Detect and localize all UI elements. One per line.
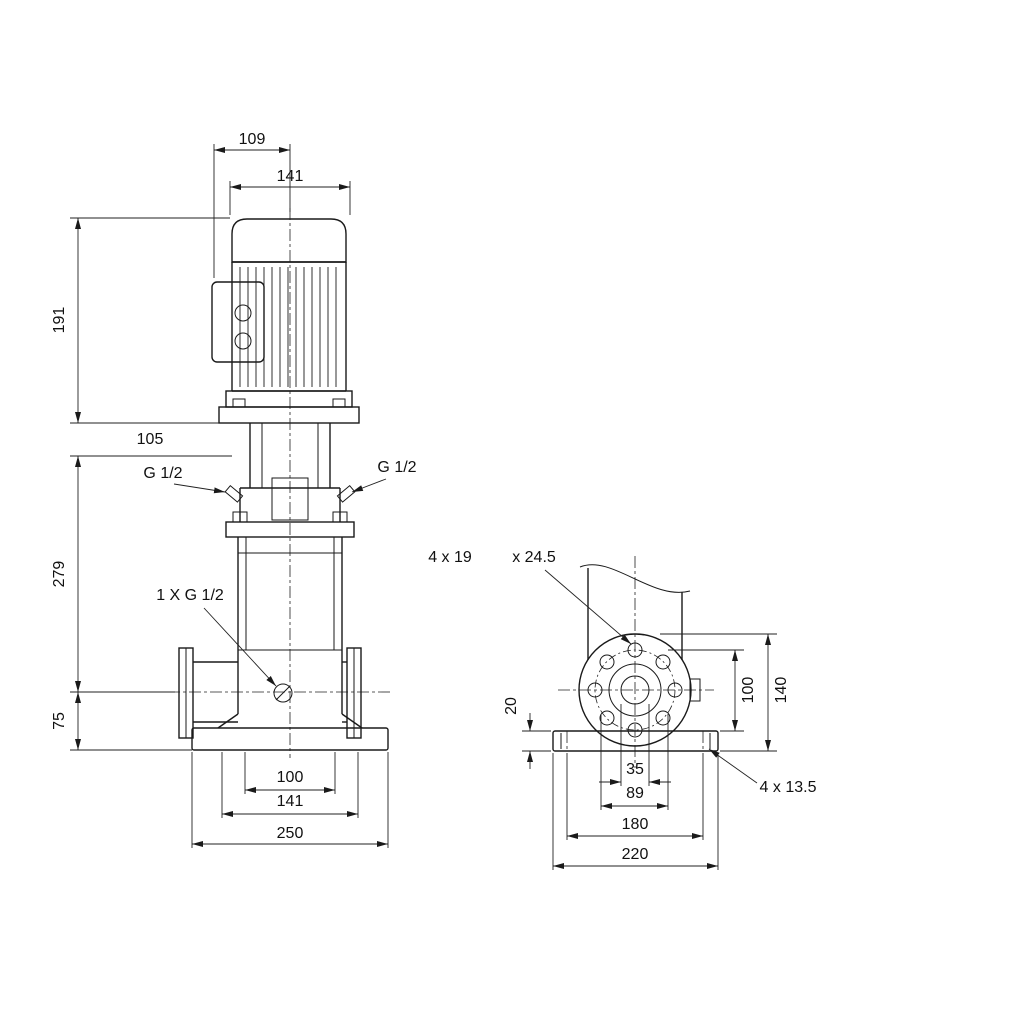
bolt-hole bbox=[599, 654, 615, 670]
bolt-hole bbox=[667, 682, 683, 698]
plug-left bbox=[224, 484, 244, 503]
bolt-hole bbox=[627, 722, 643, 738]
leader-line bbox=[173, 483, 226, 494]
bolt-hole bbox=[627, 642, 643, 658]
dim-text-250: 250 bbox=[277, 825, 304, 842]
pump-head bbox=[224, 484, 356, 538]
coupling bbox=[271, 477, 309, 521]
front-view: 109 141 191 105 279 75 bbox=[51, 131, 417, 848]
flange-holes-text: 4 x 19 bbox=[428, 549, 472, 566]
dim-text-35: 35 bbox=[626, 761, 644, 778]
bolt-hole bbox=[587, 682, 603, 698]
dim-text-105: 105 bbox=[137, 431, 164, 448]
break-line bbox=[579, 564, 691, 593]
bolt-hole bbox=[599, 710, 615, 726]
dim-text-191: 191 bbox=[51, 307, 68, 334]
terminal-box bbox=[211, 281, 265, 363]
fan-cover bbox=[231, 218, 347, 263]
dim-141-bottom: 141 bbox=[221, 752, 359, 818]
base-plate-side bbox=[552, 730, 719, 752]
plug-left-text: G 1/2 bbox=[143, 465, 182, 482]
bolt bbox=[332, 398, 346, 408]
label-plug-left: G 1/2 bbox=[143, 465, 226, 494]
dim-text-75: 75 bbox=[51, 712, 68, 730]
leader-line bbox=[203, 607, 277, 687]
dim-20: 20 bbox=[503, 697, 551, 769]
motor-stool bbox=[218, 398, 360, 521]
leader-line bbox=[544, 569, 632, 645]
dim-191: 191 bbox=[51, 217, 230, 424]
side-view: 4 x 19 x 24.5 20 100 140 bbox=[428, 549, 817, 870]
dim-text-20: 20 bbox=[503, 697, 520, 715]
bolt-hole bbox=[655, 710, 671, 726]
flange-bore bbox=[620, 675, 650, 705]
dim-279: 279 bbox=[51, 456, 81, 692]
sleeve bbox=[579, 564, 691, 660]
dim-109: 109 bbox=[213, 131, 290, 278]
flange-face bbox=[578, 633, 701, 747]
dim-105: 105 bbox=[70, 431, 232, 457]
drain-plug bbox=[273, 683, 293, 703]
label-base-holes: 4 x 13.5 bbox=[708, 748, 817, 796]
cable-gland bbox=[234, 304, 252, 322]
key-tab bbox=[689, 678, 701, 702]
chamber-stack bbox=[237, 537, 343, 714]
label-drain: 1 X G 1/2 bbox=[156, 587, 277, 687]
base-plate bbox=[191, 727, 389, 751]
label-plug-right: G 1/2 bbox=[351, 459, 417, 493]
flange-raised-face bbox=[608, 663, 662, 717]
dim-141-top: 141 bbox=[229, 168, 351, 215]
base-holes-text: 4 x 13.5 bbox=[760, 779, 817, 796]
dim-text-89: 89 bbox=[626, 785, 644, 802]
leader-line bbox=[708, 748, 758, 784]
dim-text-100-front: 100 bbox=[277, 769, 304, 786]
base bbox=[191, 713, 389, 751]
dim-180: 180 bbox=[566, 753, 704, 840]
drain-text: 1 X G 1/2 bbox=[156, 587, 224, 604]
port-flanges bbox=[178, 647, 362, 739]
dim-250: 250 bbox=[191, 752, 389, 848]
dim-35: 35 bbox=[599, 704, 671, 786]
dim-text-279: 279 bbox=[51, 561, 68, 588]
dim-text-141-top: 141 bbox=[277, 168, 304, 185]
dim-text-140: 140 bbox=[773, 677, 790, 704]
dim-220: 220 bbox=[552, 753, 719, 870]
bolt-hole bbox=[655, 654, 671, 670]
bolt-circle bbox=[594, 649, 676, 731]
dim-100-side: 100 bbox=[668, 649, 757, 732]
motor bbox=[211, 218, 353, 408]
label-flange-holes: 4 x 19 x 24.5 bbox=[428, 549, 632, 645]
dim-text-141-bottom: 141 bbox=[277, 793, 304, 810]
bolt bbox=[232, 398, 246, 408]
motor-fins bbox=[239, 267, 337, 387]
flange-outer-circle bbox=[578, 633, 692, 747]
leader-line bbox=[351, 478, 387, 493]
dim-140: 140 bbox=[660, 633, 790, 752]
dim-text-180: 180 bbox=[622, 816, 649, 833]
dim-75: 75 bbox=[51, 691, 192, 751]
dim-text-109: 109 bbox=[239, 131, 266, 148]
dim-89: 89 bbox=[600, 714, 669, 810]
cable-gland bbox=[234, 332, 252, 350]
counterbore-text: x 24.5 bbox=[512, 549, 556, 566]
plug-right-text: G 1/2 bbox=[377, 459, 416, 476]
dim-100-front: 100 bbox=[244, 752, 336, 794]
head-flange bbox=[225, 521, 355, 538]
dim-text-100-side: 100 bbox=[740, 677, 757, 704]
dim-text-220: 220 bbox=[622, 846, 649, 863]
